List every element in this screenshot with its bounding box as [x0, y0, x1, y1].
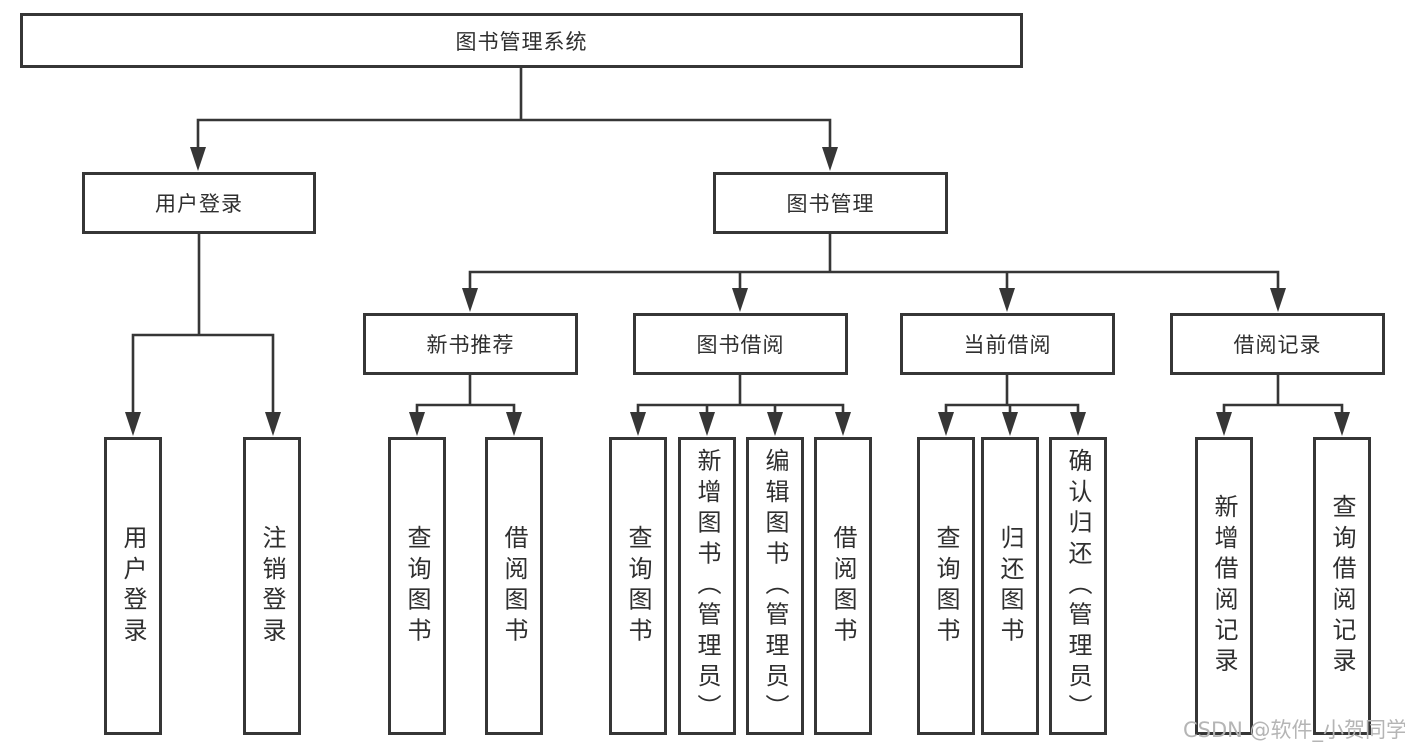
leaf-borrow-books-borrowing: 借阅图书 [814, 437, 872, 735]
leaf-borrow-books-recommend: 借阅图书 [485, 437, 543, 735]
leaf-query-books-recommend: 查询图书 [388, 437, 446, 735]
leaf-label: 新增图书（管理员） [693, 447, 721, 725]
node-library-management-system: 图书管理系统 [20, 13, 1023, 68]
leaf-label: 注销登录 [258, 524, 286, 648]
leaf-label: 编辑图书（管理员） [761, 447, 789, 725]
leaf-label: 归还图书 [996, 524, 1024, 648]
leaf-confirm-return-admin: 确认归还（管理员） [1049, 437, 1107, 735]
leaf-query-borrow-record: 查询借阅记录 [1313, 437, 1371, 735]
watermark: CSDN @软件_小贺同学 [1183, 718, 1405, 742]
leaf-label: 借阅图书 [500, 524, 528, 648]
node-current-borrowing: 当前借阅 [900, 313, 1115, 375]
leaf-add-books-admin: 新增图书（管理员） [678, 437, 736, 735]
leaf-label: 确认归还（管理员） [1064, 447, 1092, 725]
node-user-login: 用户登录 [82, 172, 316, 234]
node-label: 用户登录 [155, 192, 243, 216]
node-new-book-recommendation: 新书推荐 [363, 313, 578, 375]
node-book-borrowing: 图书借阅 [633, 313, 848, 375]
leaf-query-books-borrowing: 查询图书 [609, 437, 667, 735]
node-label: 当前借阅 [963, 333, 1052, 357]
leaf-add-borrow-record: 新增借阅记录 [1195, 437, 1253, 735]
leaf-label: 用户登录 [119, 524, 147, 648]
leaf-label: 查询借阅记录 [1328, 493, 1356, 679]
connector-path [131, 66, 1344, 416]
leaf-label: 查询图书 [624, 524, 652, 648]
leaf-query-books-current: 查询图书 [917, 437, 975, 735]
node-book-management: 图书管理 [713, 172, 948, 234]
node-label: 图书借阅 [696, 333, 785, 357]
node-label: 新书推荐 [426, 333, 515, 357]
node-label: 借阅记录 [1233, 333, 1322, 357]
node-label: 图书管理系统 [455, 29, 588, 54]
leaf-return-books: 归还图书 [981, 437, 1039, 735]
arrowheads [125, 147, 1350, 436]
leaf-label: 查询图书 [403, 524, 431, 648]
node-label: 图书管理 [786, 192, 875, 216]
leaf-edit-books-admin: 编辑图书（管理员） [746, 437, 804, 735]
node-borrowing-records: 借阅记录 [1170, 313, 1385, 375]
leaf-user-login: 用户登录 [104, 437, 162, 735]
leaf-label: 新增借阅记录 [1210, 493, 1238, 679]
leaf-label: 查询图书 [932, 524, 960, 648]
leaf-label: 借阅图书 [829, 524, 857, 648]
leaf-logout: 注销登录 [243, 437, 301, 735]
